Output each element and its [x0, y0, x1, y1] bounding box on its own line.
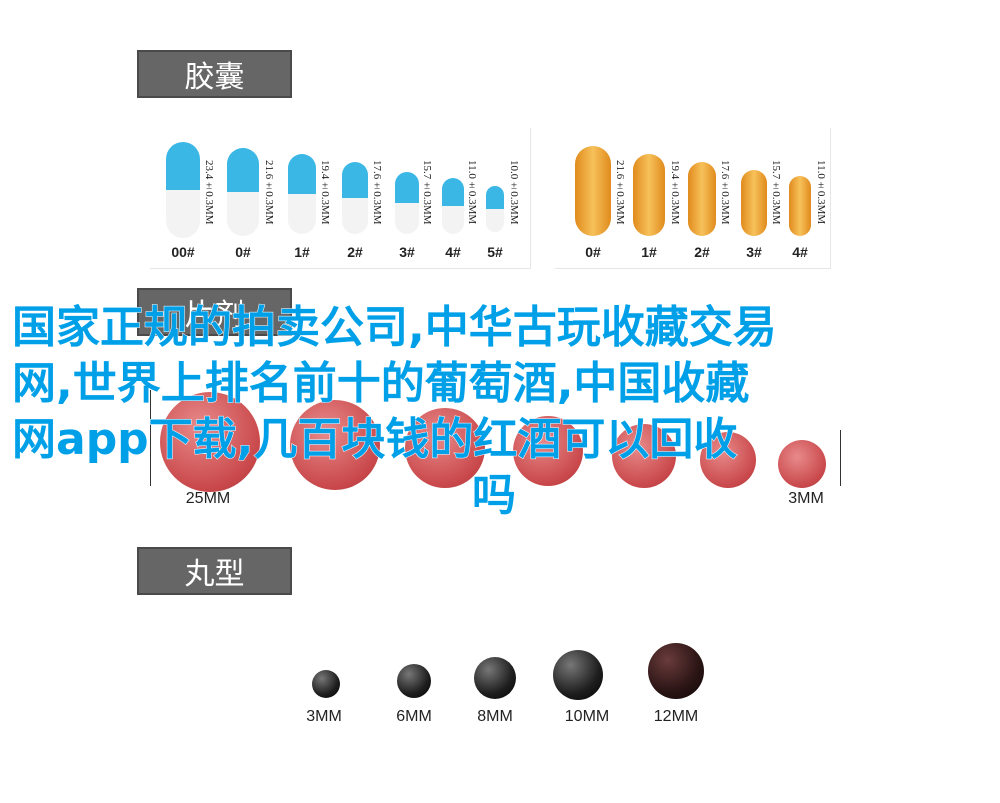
capsule-dim-1: 19.4±0.3MM — [319, 160, 331, 225]
tablet-label-25mm: 25MM — [185, 490, 231, 507]
tablet-label-3mm: 3MM — [788, 490, 824, 507]
capsule-dim-3: 15.7±0.3MM — [421, 160, 433, 225]
capsule-orange-3 — [741, 170, 767, 236]
capsule-blue-3 — [395, 172, 419, 234]
overlay-line-4: 吗 — [472, 470, 517, 522]
capsule-orange-size-0: 0# — [585, 244, 601, 260]
pill-3mm — [312, 670, 340, 698]
tablet-4 — [513, 416, 583, 486]
capsule-blue-2 — [342, 162, 368, 234]
tablet-5 — [612, 424, 676, 488]
section-label-capsule: 胶囊 — [137, 50, 292, 98]
overlay-line-3: 网app下载,几百块钱的红酒可以回收 — [12, 414, 738, 466]
pill-label-3mm: 3MM — [306, 708, 342, 725]
capsule-dim-0: 21.6±0.3MM — [263, 160, 275, 225]
overlay-line-1: 国家正规的拍卖公司,中华古玩收藏交易 — [12, 302, 778, 354]
capsule-orange-size-1: 1# — [641, 244, 657, 260]
capsule-blue-5 — [486, 186, 504, 232]
capsule-size-00: 00# — [171, 244, 195, 260]
overlay-line-2: 网,世界上排名前十的葡萄酒,中国收藏 — [12, 358, 750, 410]
capsule-size-3: 3# — [399, 244, 415, 260]
capsule-orange-2 — [688, 162, 716, 236]
capsule-blue-00 — [166, 142, 200, 238]
capsule-dim-2: 17.6±0.3MM — [371, 160, 383, 225]
capsule-blue-0 — [227, 148, 259, 236]
capsule-orange-dim-2: 17.6±0.3MM — [719, 160, 731, 225]
tablet-3 — [405, 408, 485, 488]
capsule-size-2: 2# — [347, 244, 363, 260]
pill-label-6mm: 6MM — [396, 708, 432, 725]
tablet-3mm — [778, 440, 826, 488]
capsule-size-4: 4# — [445, 244, 461, 260]
capsule-orange-dim-4: 11.0±0.3MM — [815, 160, 827, 225]
pill-label-12mm: 12MM — [653, 708, 699, 725]
tablet-25mm — [160, 392, 260, 492]
pill-10mm — [553, 650, 603, 700]
capsule-size-0: 0# — [235, 244, 251, 260]
section-label-tablet: 片剂 — [137, 288, 292, 336]
capsule-orange-dim-0: 21.6±0.3MM — [614, 160, 626, 225]
pill-8mm — [474, 657, 516, 699]
pill-6mm — [397, 664, 431, 698]
capsule-panel-blue — [150, 128, 531, 269]
capsule-dim-00: 23.4±0.3MM — [203, 160, 215, 225]
overlay-headline[interactable]: 国家正规的拍卖公司,中华古玩收藏交易 网,世界上排名前十的葡萄酒,中国收藏 网a… — [12, 300, 972, 524]
pill-12mm — [648, 643, 704, 699]
tablet-dimension-arrow-right — [840, 430, 841, 486]
capsule-size-5: 5# — [487, 244, 503, 260]
tablet-6 — [700, 432, 756, 488]
capsule-orange-size-4: 4# — [792, 244, 808, 260]
capsule-dim-4: 11.0±0.3MM — [466, 160, 478, 225]
capsule-orange-size-3: 3# — [746, 244, 762, 260]
capsule-orange-dim-1: 19.4±0.3MM — [669, 160, 681, 225]
pill-label-10mm: 10MM — [564, 708, 610, 725]
capsule-orange-1 — [633, 154, 665, 236]
capsule-dim-5: 10.0±0.3MM — [508, 160, 520, 225]
capsule-blue-4 — [442, 178, 464, 234]
capsule-orange-0 — [575, 146, 611, 236]
capsule-orange-dim-3: 15.7±0.3MM — [770, 160, 782, 225]
capsule-orange-size-2: 2# — [694, 244, 710, 260]
capsule-orange-4 — [789, 176, 811, 236]
section-label-pill: 丸型 — [137, 547, 292, 595]
tablet-dimension-arrow-left — [150, 390, 151, 486]
tablet-2 — [290, 400, 380, 490]
capsule-blue-1 — [288, 154, 316, 234]
capsule-size-1: 1# — [294, 244, 310, 260]
pill-label-8mm: 8MM — [477, 708, 513, 725]
